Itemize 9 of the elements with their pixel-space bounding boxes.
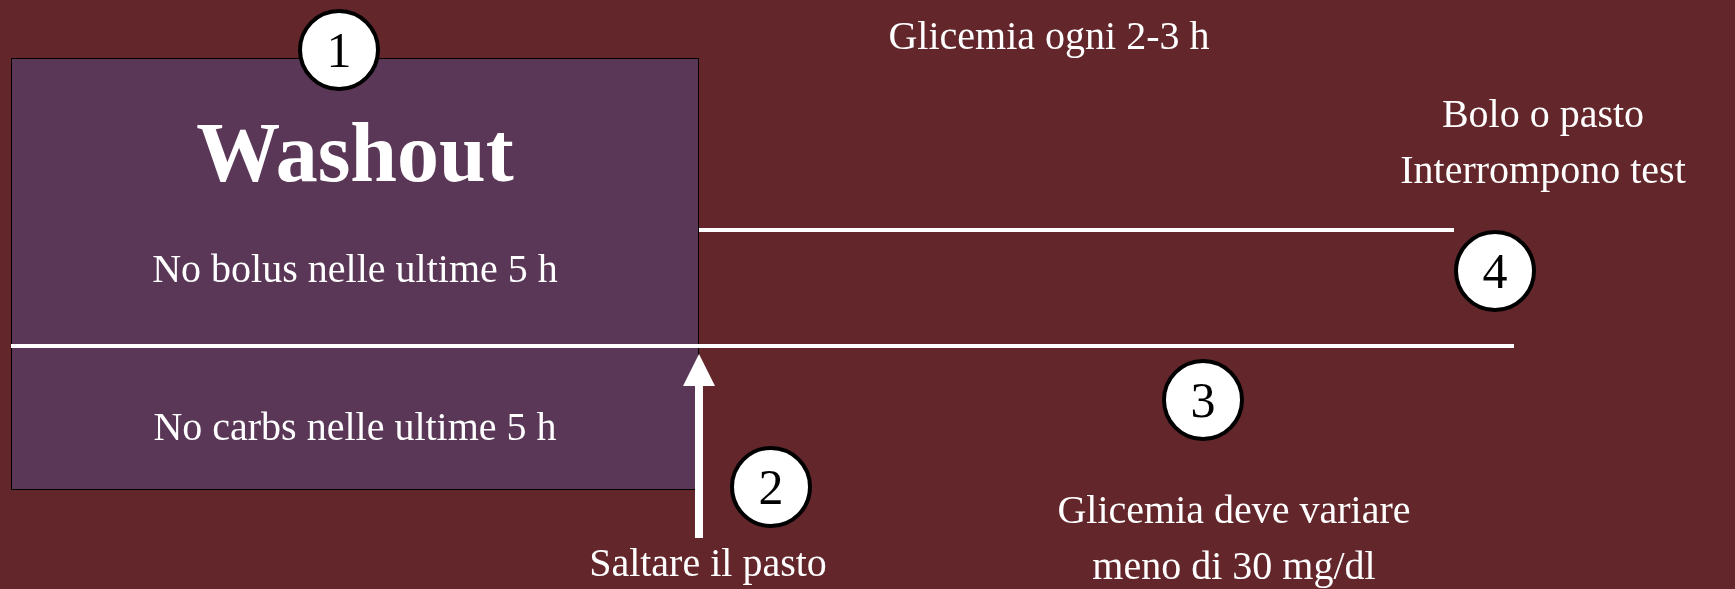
box-text: No carbs nelle ultime 5 h (152, 403, 558, 451)
note-text: Glicemia deve variare meno di 30 mg/dl (1056, 486, 1412, 589)
box-text: No bolus nelle ultime 5 h (151, 245, 559, 293)
note-text: Bolo o pasto Interrompono test (1399, 90, 1687, 194)
box-title: Washout (195, 111, 515, 195)
step-note: Saltare il pasto (548, 538, 868, 588)
note-text: Glicemia ogni 2-3 h (887, 12, 1211, 60)
arrow (683, 354, 715, 538)
connector-line (699, 228, 1454, 232)
